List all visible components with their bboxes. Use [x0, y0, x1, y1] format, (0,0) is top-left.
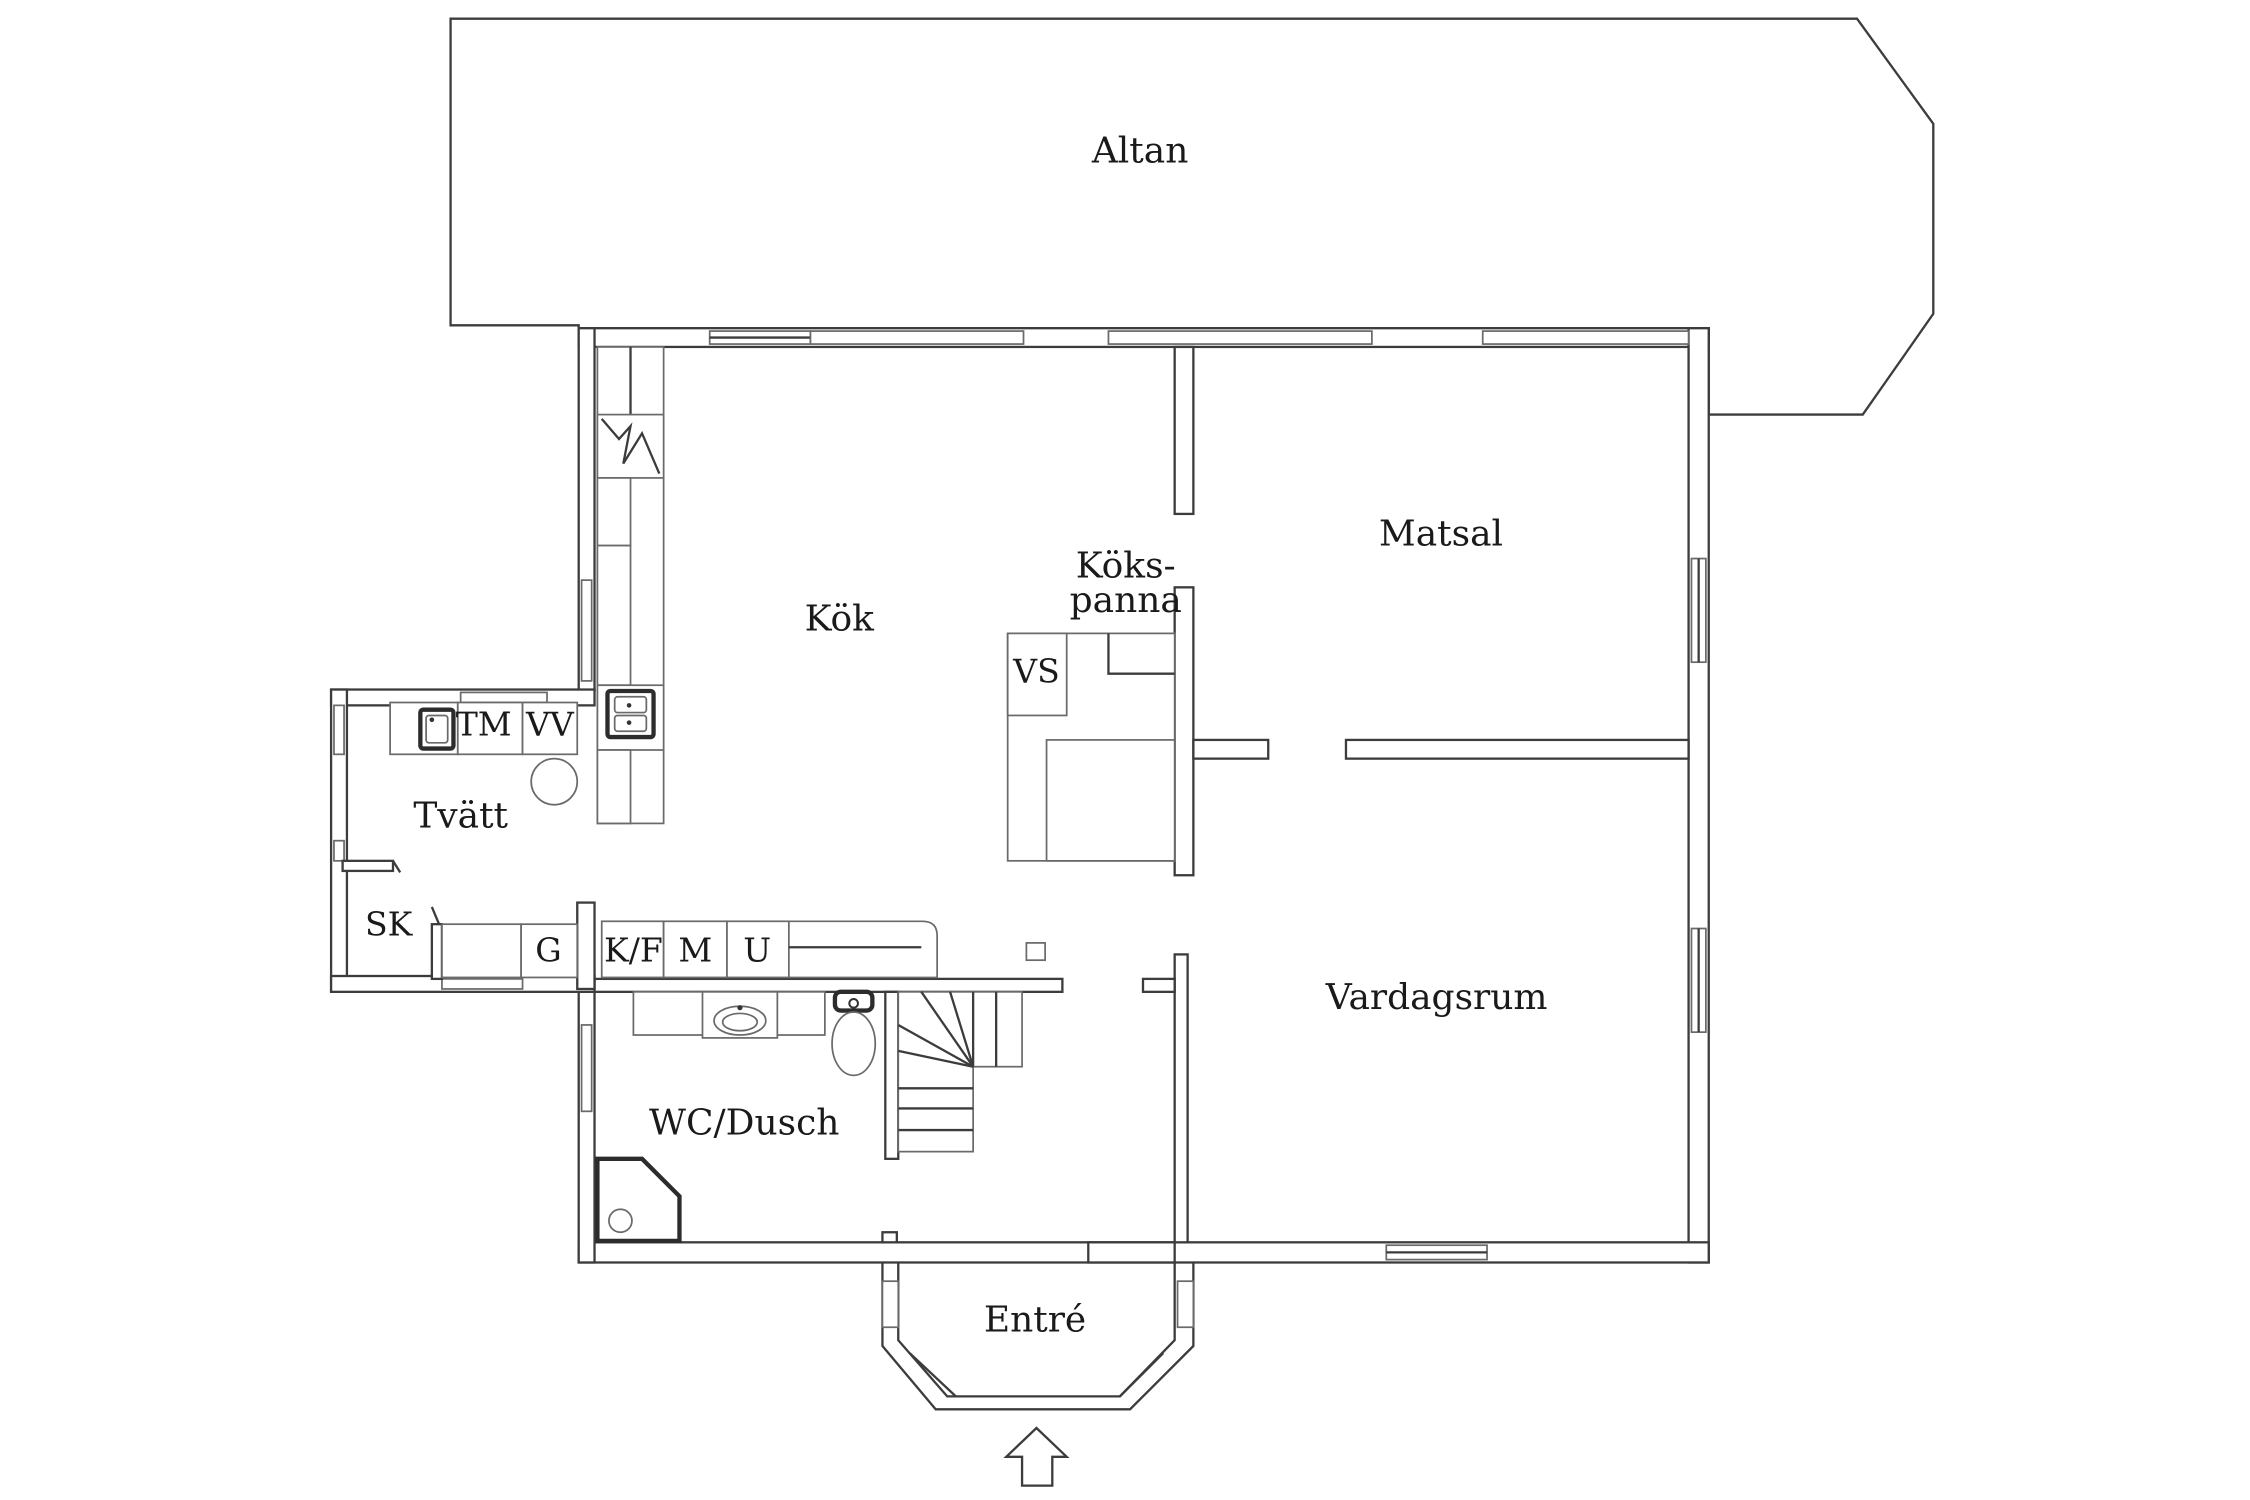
label-altan: Altan	[1091, 131, 1189, 172]
label-matsal: Matsal	[1379, 514, 1503, 555]
kitchen-counter	[596, 346, 665, 825]
staircase	[897, 990, 1023, 1153]
windows	[333, 330, 1707, 1261]
label-u: U	[743, 931, 771, 970]
label-m: M	[678, 931, 712, 970]
entry-arrow-icon	[1003, 1426, 1070, 1487]
kitchen-sink-icon	[605, 688, 656, 740]
label-tvatt: Tvätt	[413, 796, 508, 837]
shower-icon	[595, 1156, 682, 1244]
washbasin-icon	[713, 1005, 767, 1036]
laundry-door-swing	[392, 860, 441, 925]
toilet-icon	[831, 989, 877, 1077]
boiler-area	[1006, 632, 1176, 862]
label-tm: TM	[456, 705, 512, 744]
label-entre: Entré	[984, 1300, 1086, 1341]
utility-sink-icon	[418, 707, 456, 751]
fridge-icon	[600, 418, 661, 475]
label-wc-dusch: WC/Dusch	[649, 1102, 839, 1143]
entrance-bay	[881, 1262, 1195, 1411]
interior-walls	[341, 345, 1690, 1264]
label-kokspanna-1: Köks-	[1076, 545, 1176, 586]
label-kok: Kök	[805, 599, 876, 640]
label-sk: SK	[365, 905, 414, 944]
label-vv: VV	[525, 705, 575, 744]
label-vardagsrum: Vardagsrum	[1325, 977, 1548, 1018]
laundry-lower-counter	[441, 920, 1046, 979]
label-kf: K/F	[604, 931, 663, 970]
label-g: G	[535, 931, 561, 970]
label-vs: VS	[1012, 651, 1060, 690]
label-kokspanna-2: panna	[1070, 580, 1182, 621]
